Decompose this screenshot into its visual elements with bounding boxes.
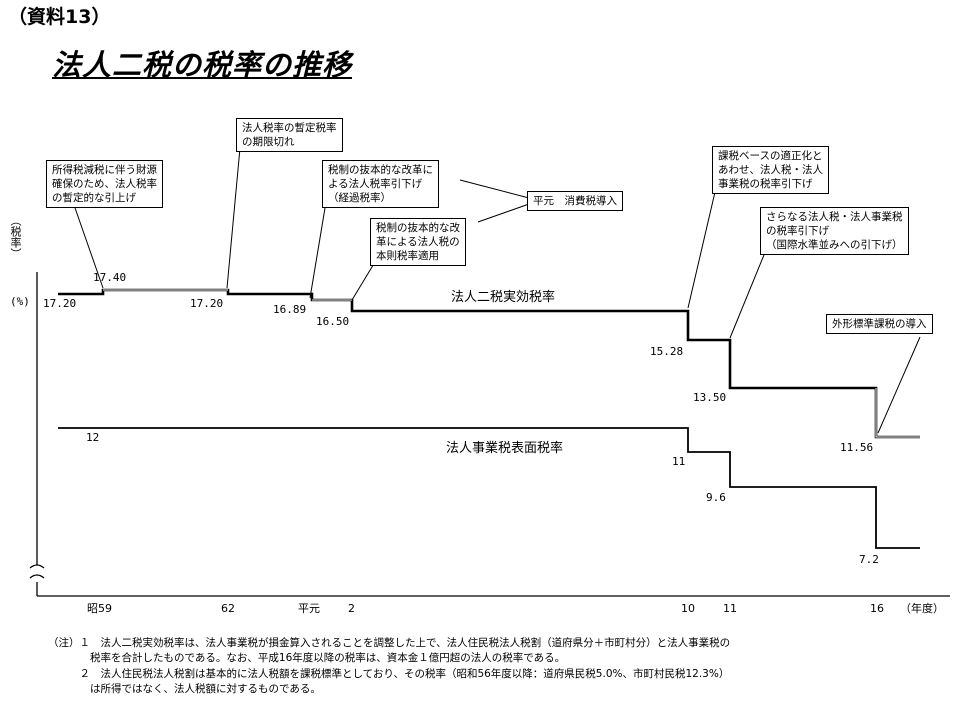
page-title: 法人二税の税率の推移 [52, 48, 353, 82]
footnote-line: は所得ではなく、法人税額に対するものである。 [48, 683, 321, 695]
x-tick-label: 2 [348, 602, 355, 615]
footnote-line: ２ 法人住民税法人税割は基本的に法人税額を課税標準としており、その税率（昭和56… [48, 668, 730, 680]
footnote-line: （注）１ 法人二税実効税率は、法人事業税が損金算入されることを調整した上で、法人… [48, 637, 731, 649]
leader-lines [73, 147, 921, 434]
x-tick-label: 10 [681, 602, 695, 615]
annotation-pro-forma-tax: 外形標準課税の導入 [826, 314, 933, 334]
footnote-line: 税率を合計したものである。なお、平成16年度以降の税率は、資本金１億円超の法人の… [48, 652, 566, 664]
annotation-consumption-tax: 平元 消費税導入 [527, 191, 623, 211]
series-business-tax-line [58, 427, 920, 549]
x-tick-label: 62 [221, 602, 235, 615]
x-tick-label: 11 [723, 602, 737, 615]
value-label: 16.50 [316, 315, 349, 328]
value-label: 11.56 [840, 441, 873, 454]
x-tick-label: 平元 [298, 602, 320, 615]
annotation-base-broadening: 課税ベースの適正化と あわせ、法人税・法人 事業税の税率引下げ [712, 146, 829, 194]
y-axis-label: （税率） [9, 215, 22, 262]
annotation-further-cut: さらなる法人税・法人事業税 の税率引下げ （国際水準並みへの引下げ） [760, 207, 909, 255]
annotation-reform-transitional: 税制の抜本的な改革に よる法人税率引下げ （経過税率） [322, 160, 439, 208]
value-label: 12 [86, 431, 99, 444]
series-label-business-tax: 法人事業税表面税率 [446, 440, 563, 456]
value-label: 15.28 [650, 345, 683, 358]
x-tick-label: 昭59 [87, 602, 112, 615]
value-label: 17.20 [43, 297, 76, 310]
value-label: 11 [672, 455, 685, 468]
axis-break-mark [29, 564, 45, 579]
series-label-effective-rate: 法人二税実効税率 [451, 289, 555, 305]
x-axis-unit: （年度） [900, 601, 944, 615]
ylabel-unit: (%) [10, 295, 30, 308]
series-effective-rate-line [58, 288, 920, 439]
document-label: （資料13） [8, 6, 111, 28]
value-label: 7.2 [859, 553, 879, 566]
value-label: 16.89 [273, 303, 306, 316]
series-effective-rate-inner [103, 289, 920, 438]
value-label: 13.50 [693, 391, 726, 404]
y-axis-label-text: （税率） [9, 215, 22, 259]
annotation-reform-standard: 税制の抜本的な改 革による法人税の 本則税率適用 [370, 218, 466, 266]
value-label: 17.40 [93, 271, 126, 284]
value-label: 9.6 [706, 491, 726, 504]
annotation-expiry: 法人税率の暫定税率 の期限切れ [236, 118, 343, 152]
annotation-temporary-raise: 所得税減税に伴う財源 確保のため、法人税率 の暫定的な引上げ [46, 160, 163, 208]
x-tick-label: 16 [870, 602, 884, 615]
value-label: 17.20 [190, 297, 223, 310]
